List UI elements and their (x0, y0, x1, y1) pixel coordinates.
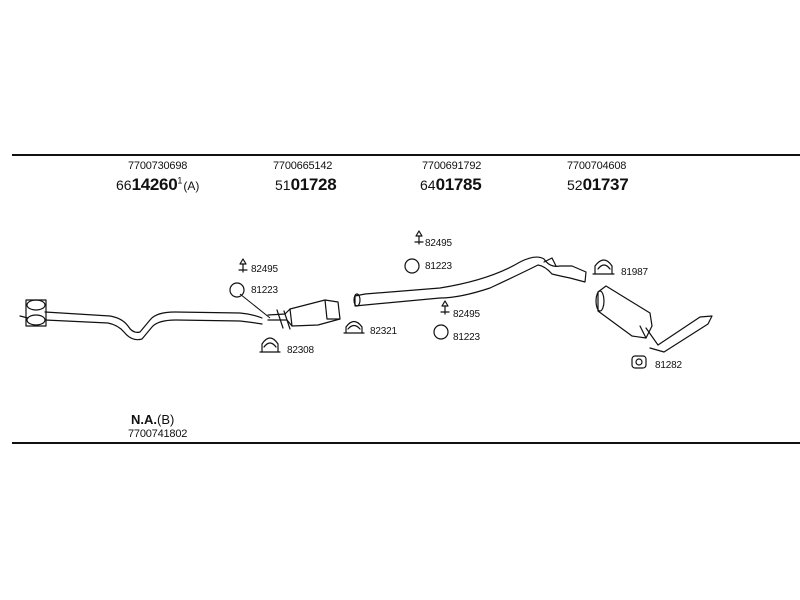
rubber-mount-icon-a10 (631, 355, 647, 369)
code-intermediate-pipe: 6401785 (420, 175, 482, 194)
hanger-icon-a5 (414, 230, 424, 245)
accessory-label-a3: 82308 (287, 345, 314, 356)
rear-silencer-part (595, 285, 713, 353)
code-middle-silencer: 5101728 (275, 175, 337, 194)
accessory-label-a10: 81282 (655, 360, 682, 371)
na-note-text: (B) (157, 412, 175, 427)
code-prefix: 64 (420, 177, 436, 193)
ring-icon-a8 (433, 324, 449, 340)
code-main: 01737 (582, 175, 629, 194)
hanger-icon-a7 (440, 300, 450, 315)
code-sup: 1 (177, 175, 183, 186)
code-front-pipe: 66142601(A) (116, 176, 199, 194)
na-label-text: N.A. (131, 412, 157, 427)
middle-silencer-part (267, 299, 341, 330)
code-main: 01785 (435, 175, 482, 194)
clamp-icon-a3 (259, 337, 281, 353)
accessory-label-a1: 82495 (251, 264, 278, 275)
clamp-icon-a9 (592, 259, 615, 275)
accessory-label-a7: 82495 (453, 309, 480, 320)
hanger-icon-a1 (238, 258, 248, 273)
bottom-divider-line (12, 442, 800, 444)
na-part-number: 7700741802 (128, 428, 188, 440)
code-main: 01728 (290, 175, 337, 194)
ring-icon-a2 (229, 282, 245, 298)
intermediate-pipe-part (353, 256, 587, 307)
top-divider-line (12, 154, 800, 156)
accessory-label-a6: 81223 (425, 261, 452, 272)
accessory-label-a8: 81223 (453, 332, 480, 343)
front-pipe-part (19, 299, 263, 341)
ring-icon-a6 (404, 258, 420, 274)
part-number-intermediate-pipe: 7700691792 (422, 160, 482, 172)
code-rear-silencer: 5201737 (567, 175, 629, 194)
accessory-label-a4: 82321 (370, 326, 397, 337)
clamp-icon-a4 (343, 320, 365, 334)
accessory-label-a5: 82495 (425, 238, 452, 249)
accessory-label-a9: 81987 (621, 267, 648, 278)
part-number-front-pipe: 7700730698 (128, 160, 188, 172)
accessory-label-a2: 81223 (251, 285, 278, 296)
part-number-middle-silencer: 7700665142 (273, 160, 333, 172)
part-number-rear-silencer: 7700704608 (567, 160, 627, 172)
code-note: (A) (183, 179, 200, 193)
code-prefix: 66 (116, 177, 132, 193)
code-prefix: 52 (567, 177, 583, 193)
code-main: 14260 (131, 175, 178, 194)
code-prefix: 51 (275, 177, 291, 193)
not-available-label: N.A.(B) (131, 412, 174, 427)
